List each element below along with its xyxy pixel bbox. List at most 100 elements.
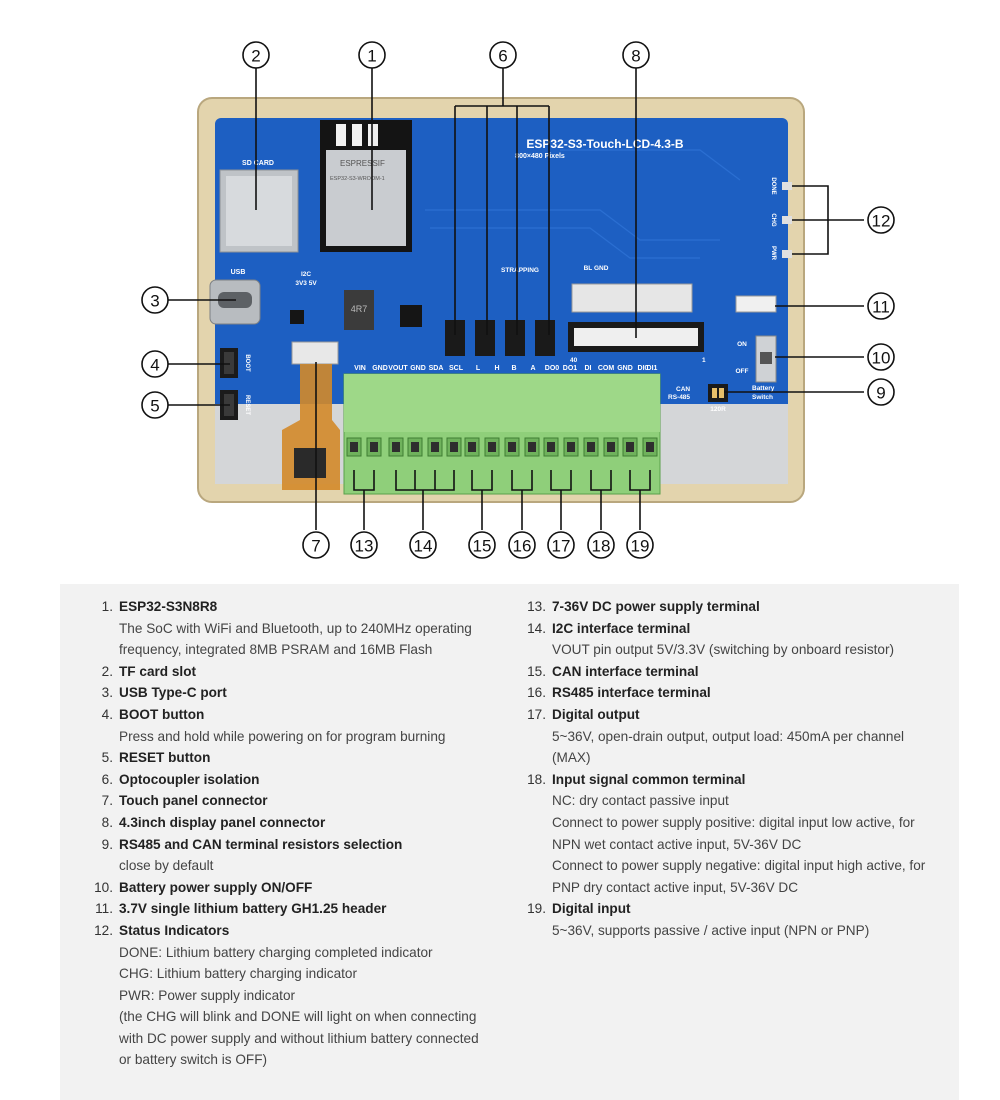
on-label: ON (737, 341, 747, 348)
terminal-hole (468, 442, 476, 452)
terminal-hole (370, 442, 378, 452)
callout-circle (350, 531, 378, 559)
callout-8: 8 (622, 41, 650, 69)
legend-title: RS485 interface terminal (552, 685, 711, 701)
legend-item: 13.7-36V DC power supply terminal (511, 596, 941, 618)
fpc-1-label: 1 (702, 357, 706, 364)
callout-circle (867, 343, 895, 371)
ic-chip (290, 310, 304, 324)
callout-number: 14 (414, 537, 433, 556)
legend-title: CAN interface terminal (552, 663, 699, 679)
callout-number: 8 (631, 47, 640, 66)
legend-number: 2. (101, 663, 113, 679)
callout-15: 15 (468, 531, 496, 559)
legend-title: I2C interface terminal (552, 620, 691, 636)
legend-description: close by default (119, 858, 214, 874)
callout-circle (867, 206, 895, 234)
legend-item: 3.USB Type-C port (78, 682, 488, 704)
callout-9: 9 (867, 378, 895, 406)
pin-label: SCL (449, 365, 464, 372)
legend-item: 9.RS485 and CAN terminal resistors selec… (78, 834, 488, 877)
terminal-hole (411, 442, 419, 452)
i2c-label: I2C (301, 271, 311, 278)
legend-item: 15. CAN interface terminal (511, 661, 941, 683)
inductor-label: 4R7 (351, 304, 368, 314)
optocoupler-isolation (445, 320, 555, 356)
callout-number: 7 (311, 537, 320, 556)
callout-number: 4 (150, 356, 159, 375)
callout-number: 19 (631, 537, 650, 556)
callout-number: 9 (876, 384, 885, 403)
esp32-module: ESPRESSIF ESP32-S3-WROOM-1 (320, 120, 412, 252)
callout-1: 1 (358, 41, 386, 69)
battery-switch[interactable]: ON OFF (736, 335, 777, 383)
chg-label: CHG (770, 213, 776, 227)
sd-card-slot: SD CARD (219, 160, 299, 253)
callout-18: 18 (587, 531, 615, 559)
callout-number: 10 (872, 349, 891, 368)
callout-number: 16 (513, 537, 532, 556)
legend-item: 6.Optocoupler isolation (78, 769, 488, 791)
callout-circle (302, 531, 330, 559)
status-indicators: DONE CHG PWR (770, 177, 792, 261)
can-label: CAN (676, 386, 690, 393)
resistor-label: 120R (710, 406, 726, 413)
legend-description: Connect to power supply positive: digita… (552, 814, 915, 852)
lcd-back-right (660, 404, 788, 484)
module-name: ESP32-S3-WROOM-1 (330, 176, 385, 182)
callout-circle (587, 531, 615, 559)
callout-circle (141, 391, 169, 419)
bl-gnd-label: BL GND (584, 265, 609, 272)
callout-7: 7 (302, 531, 330, 559)
legend-description: PWR: Power supply indicator (119, 987, 296, 1003)
legend-title: Optocoupler isolation (119, 771, 260, 787)
terminal-hole (646, 442, 654, 452)
terminal-block (343, 373, 661, 495)
legend-number: 7. (101, 793, 113, 809)
pin-label: DI (585, 365, 592, 372)
legend-item: 10.Battery power supply ON/OFF (78, 877, 488, 899)
callout-16: 16 (508, 531, 536, 559)
pin-label: H (494, 365, 499, 372)
legend-number: 15. (527, 663, 546, 679)
callout-circle (141, 350, 169, 378)
callout-number: 13 (355, 537, 374, 556)
terminal-hole (488, 442, 496, 452)
legend-title: Status Indicators (119, 922, 230, 938)
callout-2: 2 (242, 41, 270, 69)
callout-13: 13 (350, 531, 378, 559)
terminal-resistor-switch[interactable]: CAN RS-485 Battery Switch 120R (668, 384, 775, 413)
callout-circle (508, 531, 536, 559)
pin-label: VIN (354, 365, 366, 372)
legend-item: 11.3.7V single lithium battery GH1.25 he… (78, 898, 488, 920)
board-resolution: 800×480 Pixels (515, 153, 565, 160)
legend-title: RESET button (119, 750, 211, 766)
callout-17: 17 (547, 531, 575, 559)
callout-6: 6 (489, 41, 517, 69)
legend-number: 11. (95, 901, 113, 917)
legend-title: TF card slot (119, 663, 197, 679)
terminal-hole (450, 442, 458, 452)
pin-label: COM (598, 365, 615, 372)
callout-circle (489, 41, 517, 69)
pin-label: B (511, 365, 516, 372)
ic-chip (400, 305, 422, 327)
callout-circle (468, 531, 496, 559)
callout-number: 6 (498, 47, 507, 66)
terminal-hole (587, 442, 595, 452)
legend-number: 9. (101, 836, 113, 852)
legend-title: Input signal common terminal (552, 771, 746, 787)
legend-title: Digital output (552, 706, 640, 722)
callout-number: 18 (592, 537, 611, 556)
sd-card-label: SD CARD (242, 160, 274, 167)
battery-header (735, 295, 777, 313)
boot-button[interactable]: BOOT (220, 348, 250, 378)
strapping-label: STRAPPING (501, 267, 539, 274)
legend-number: 12. (94, 922, 113, 938)
legend-number: 13. (527, 599, 546, 614)
